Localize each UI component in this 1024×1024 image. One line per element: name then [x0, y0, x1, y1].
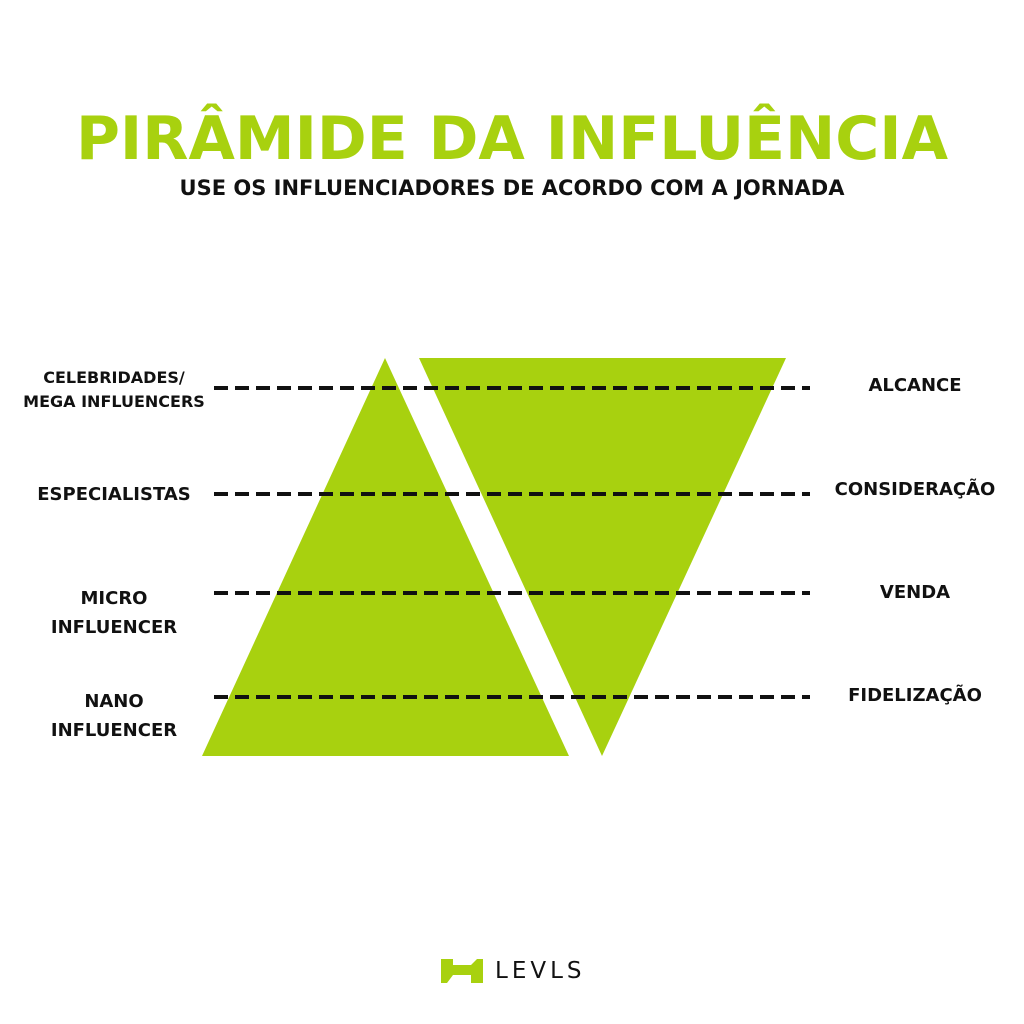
page-title: PIRÂMIDE DA INFLUÊNCIA: [75, 104, 949, 174]
left-label-celebrities: CELEBRIDADES/ MEGA INFLUENCERS: [14, 366, 214, 414]
left-label-celebrities-line1: CELEBRIDADES/: [43, 368, 185, 387]
left-label-micro: MICRO INFLUENCER: [14, 584, 214, 642]
journey-funnel: [419, 358, 786, 756]
brand-logo: LEVLS: [441, 958, 586, 984]
left-label-celebrities-line2: MEGA INFLUENCERS: [23, 392, 205, 411]
right-label-loyalty: FIDELIZAÇÃO: [848, 685, 982, 706]
right-label-consideration: CONSIDERAÇÃO: [834, 479, 996, 500]
right-label-sale: VENDA: [879, 582, 951, 603]
left-label-nano: NANO INFLUENCER: [14, 687, 214, 745]
page-subtitle: USE OS INFLUENCIADORES DE ACORDO COM A J…: [179, 176, 845, 200]
levls-logo-icon: [441, 959, 483, 983]
right-label-reach: ALCANCE: [868, 375, 962, 396]
influencer-pyramid: [202, 358, 569, 756]
left-label-nano-line1: NANO: [84, 691, 144, 712]
left-label-micro-line2: INFLUENCER: [50, 617, 178, 638]
left-label-specialists-line1: ESPECIALISTAS: [37, 484, 191, 505]
level-dividers: [214, 386, 810, 699]
brand-name: LEVLS: [495, 958, 586, 984]
left-label-specialists: ESPECIALISTAS: [14, 480, 214, 509]
left-label-micro-line1: MICRO: [80, 588, 148, 609]
left-label-nano-line2: INFLUENCER: [50, 720, 178, 741]
